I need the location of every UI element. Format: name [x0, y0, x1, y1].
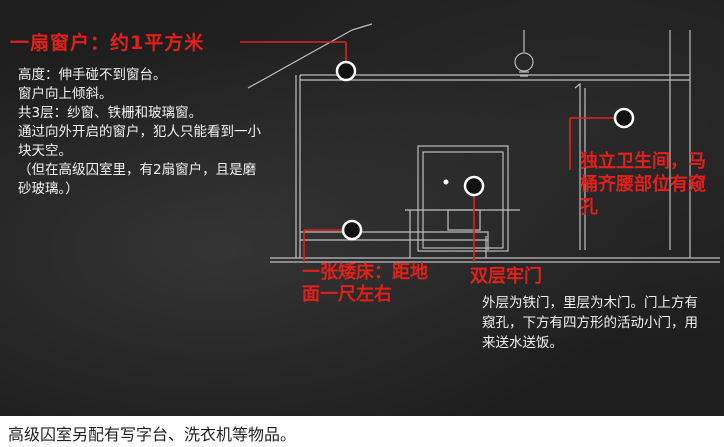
bathroom-label: 独立卫生间，马桶齐腰部位有窥孔: [580, 151, 706, 218]
door-inner: [422, 151, 504, 249]
cell-sketch: [240, 23, 720, 263]
window-note: 通过向外开启的窗户，犯人只能看到一小块天空。: [18, 124, 261, 159]
window-title: 一扇窗户：约1平方米: [10, 32, 205, 54]
bed-label: 一张矮床：距地面一尺左右: [302, 262, 428, 305]
window-note: 高度：伸手碰不到窗台。: [18, 67, 167, 83]
chalkboard-panel: 一扇窗户：约1平方米 高度：伸手碰不到窗台。 窗户向上倾斜。 共3层：纱窗、铁栅…: [0, 0, 724, 416]
ceiling-slope-line: [247, 29, 353, 89]
door-hatch: [447, 209, 481, 231]
door-notes: 外层为铁门，里层为木门。门上方有窥孔，下方有四方形的活动小门，用来送水送饭。: [482, 295, 698, 351]
peephole-dot: [443, 179, 449, 185]
footer-note: 高级囚室另配有写字台、洗衣机等物品。: [8, 425, 297, 444]
door-frame: [417, 145, 509, 252]
ceiling-edge-line: [351, 23, 373, 31]
window-notes: 高度：伸手碰不到窗台。 窗户向上倾斜。 共3层：纱窗、铁栅和玻璃窗。 通过向外开…: [18, 66, 268, 199]
window-note: 共3层：纱窗、铁栅和玻璃窗。: [18, 105, 203, 121]
bathroom-partition: [574, 82, 581, 250]
door-marker: [463, 175, 485, 197]
markers: [335, 60, 635, 241]
window-note: （但在高级囚室里，有2扇窗户，且是磨砂玻璃。）: [18, 162, 257, 197]
bathroom-marker: [613, 107, 635, 129]
bed-marker: [341, 219, 363, 241]
window-marker: [335, 60, 357, 82]
window-note: 窗户向上倾斜。: [18, 86, 113, 102]
door-title: 双层牢门: [470, 266, 542, 287]
lamp-bulb-icon: [514, 52, 534, 72]
bed-top: [300, 231, 489, 250]
